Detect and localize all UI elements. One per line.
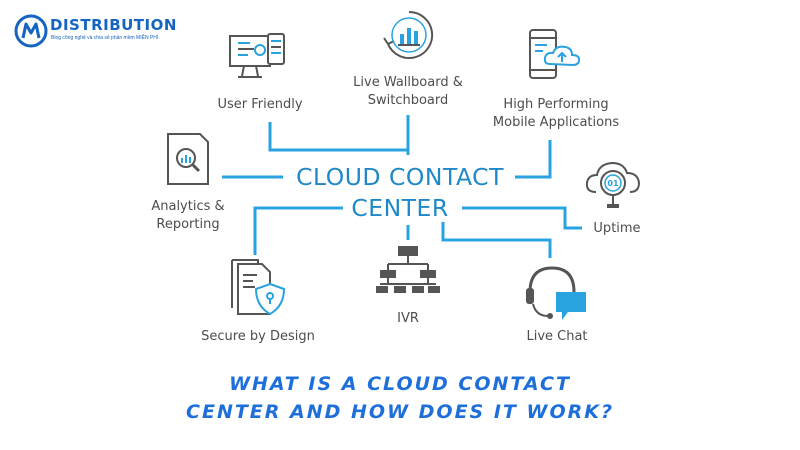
label-mobile-line1: High Performing: [503, 97, 609, 112]
cloud-binary-icon: 01: [585, 161, 641, 208]
center-title-line1: CLOUD CONTACT: [296, 163, 504, 191]
label-live-chat: Live Chat: [526, 329, 588, 344]
hierarchy-icon: [376, 246, 440, 293]
label-ivr: IVR: [397, 311, 419, 326]
label-analytics-line1: Analytics &: [151, 199, 225, 214]
brand-name: DISTRIBUTION: [50, 16, 177, 34]
brand-logo: DISTRIBUTION Blog công nghệ và chia sẻ p…: [14, 12, 177, 52]
headline-line2: CENTER AND HOW DOES IT WORK?: [186, 401, 614, 423]
center-title-line2: CENTER: [351, 194, 449, 222]
monitor-settings-icon: [229, 33, 285, 78]
label-wallboard-line2: Switchboard: [367, 93, 449, 108]
connector-secure: [253, 206, 343, 255]
label-wallboard-line1: Live Wallboard &: [353, 75, 463, 90]
headline-line1: WHAT IS A CLOUD CONTACT: [229, 373, 571, 395]
svg-text:01: 01: [607, 179, 619, 188]
label-user-friendly: User Friendly: [217, 97, 303, 112]
logo-m-icon: [14, 14, 48, 48]
brand-tagline: Blog công nghệ và chia sẻ phần mềm MIỄN …: [51, 35, 159, 41]
label-mobile-line2: Mobile Applications: [492, 115, 620, 130]
report-magnifier-icon: [167, 133, 209, 185]
mobile-cloud-icon: [529, 29, 581, 79]
connector-live-chat: [441, 222, 552, 258]
label-secure: Secure by Design: [201, 329, 315, 344]
headset-chat-icon: [526, 266, 586, 320]
label-analytics-line2: Reporting: [156, 217, 220, 232]
connector-user-friendly: [268, 122, 410, 155]
document-shield-icon: [231, 259, 286, 316]
dashboard-chart-icon: [383, 10, 434, 59]
label-uptime: Uptime: [593, 221, 641, 236]
connector-mobile: [515, 140, 552, 179]
connector-uptime: [462, 206, 582, 230]
